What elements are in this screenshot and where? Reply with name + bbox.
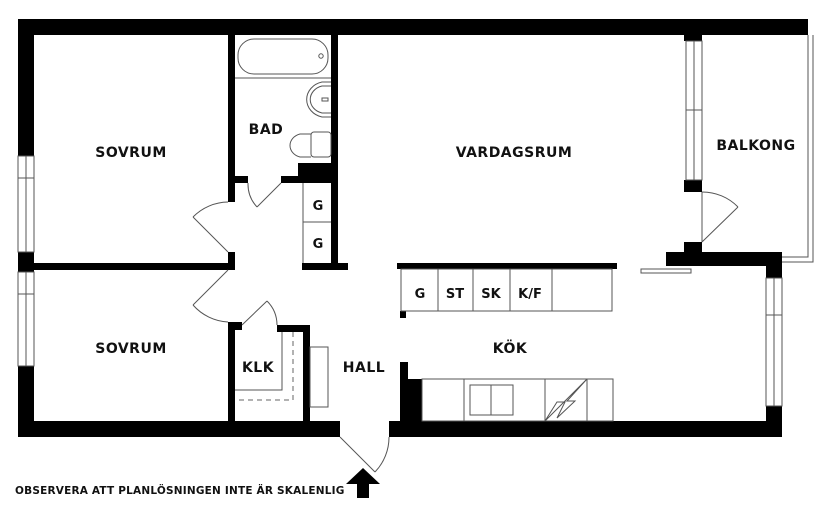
storage-closets (302, 183, 331, 263)
bathtub-icon (235, 38, 331, 79)
storage-labels: G G (313, 199, 324, 252)
outer-walls (18, 19, 808, 437)
klk-shelving (235, 332, 329, 408)
kitchen-unit-kf: K/F (518, 287, 542, 302)
stove-icon (544, 378, 588, 422)
kitchen-unit-sk: SK (481, 287, 501, 302)
kitchen-unit-g: G (415, 287, 426, 302)
entrance-arrow-icon (346, 468, 380, 498)
room-label-vardagsrum: VARDAGSRUM (456, 145, 573, 161)
kitchen-unit-labels: G ST SK K/F (415, 287, 542, 302)
kitchen-unit-st: ST (446, 287, 464, 302)
double-sink-icon (469, 384, 514, 416)
room-label-bad: BAD (249, 122, 284, 138)
kitchen-upper-cabinets (400, 268, 613, 312)
storage-label-g1: G (313, 199, 324, 214)
toilet-icon (289, 131, 332, 158)
interior-walls (34, 35, 617, 428)
room-labels: SOVRUM SOVRUM BAD VARDAGSRUM BALKONG KLK… (95, 122, 795, 376)
windows (17, 40, 783, 407)
room-label-sovrum-top: SOVRUM (95, 145, 167, 161)
room-label-sovrum-bottom: SOVRUM (95, 341, 167, 357)
scale-disclaimer: OBSERVERA ATT PLANLÖSNINGEN INTE ÄR SKAL… (15, 483, 345, 497)
balcony (640, 35, 814, 274)
room-label-hall: HALL (343, 360, 385, 376)
washbasin-icon (306, 81, 331, 118)
kitchen-counter (421, 378, 614, 422)
doors (192, 182, 390, 473)
room-label-kok: KÖK (493, 339, 528, 357)
storage-label-g2: G (313, 237, 324, 252)
room-label-klk: KLK (242, 360, 275, 376)
room-label-balkong: BALKONG (716, 138, 795, 154)
